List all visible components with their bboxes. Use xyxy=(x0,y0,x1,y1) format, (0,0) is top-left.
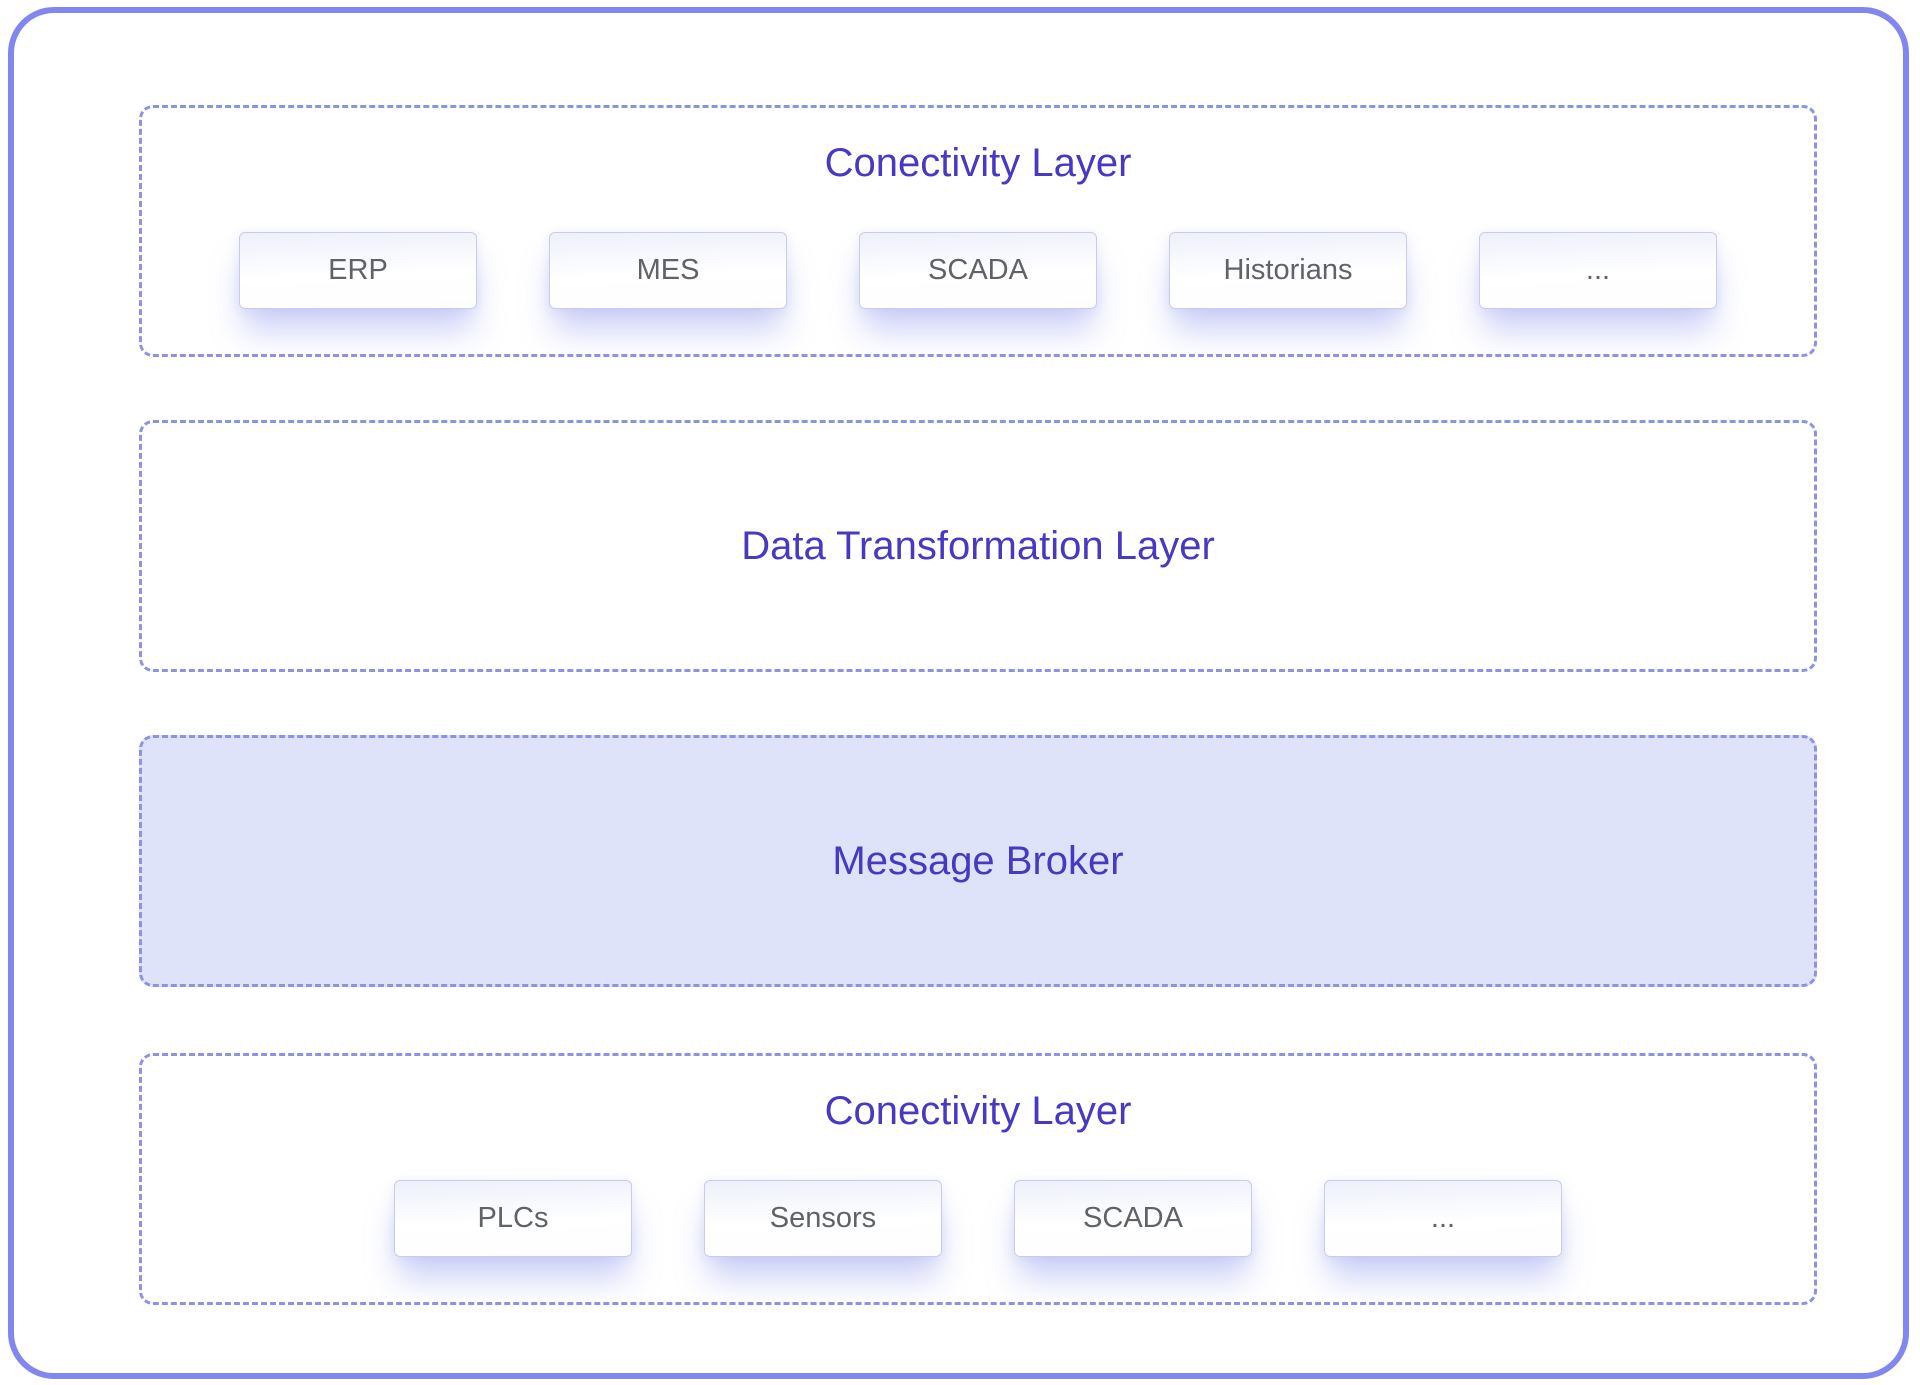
section-connectivity-bottom: Conectivity Layer PLCs Sensors SCADA ... xyxy=(139,1053,1817,1305)
data-transformation-title: Data Transformation Layer xyxy=(741,524,1215,568)
connectivity-top-title: Conectivity Layer xyxy=(824,141,1132,185)
node-mes: MES xyxy=(549,232,787,309)
section-data-transformation: Data Transformation Layer xyxy=(139,420,1817,672)
section-connectivity-top: Conectivity Layer ERP MES SCADA Historia… xyxy=(139,105,1817,357)
node-erp: ERP xyxy=(239,232,477,309)
node-more-bottom: ... xyxy=(1324,1180,1562,1257)
message-broker-title: Message Broker xyxy=(832,839,1124,883)
node-sensors: Sensors xyxy=(704,1180,942,1257)
connectivity-bottom-node-row: PLCs Sensors SCADA ... xyxy=(394,1180,1562,1257)
node-more-top: ... xyxy=(1479,232,1717,309)
node-historians: Historians xyxy=(1169,232,1407,309)
node-scada-top: SCADA xyxy=(859,232,1097,309)
connectivity-top-node-row: ERP MES SCADA Historians ... xyxy=(239,232,1717,309)
outer-frame: Conectivity Layer ERP MES SCADA Historia… xyxy=(8,7,1909,1379)
section-message-broker: Message Broker xyxy=(139,735,1817,987)
connectivity-bottom-title: Conectivity Layer xyxy=(824,1089,1132,1133)
node-scada-bottom: SCADA xyxy=(1014,1180,1252,1257)
node-plcs: PLCs xyxy=(394,1180,632,1257)
